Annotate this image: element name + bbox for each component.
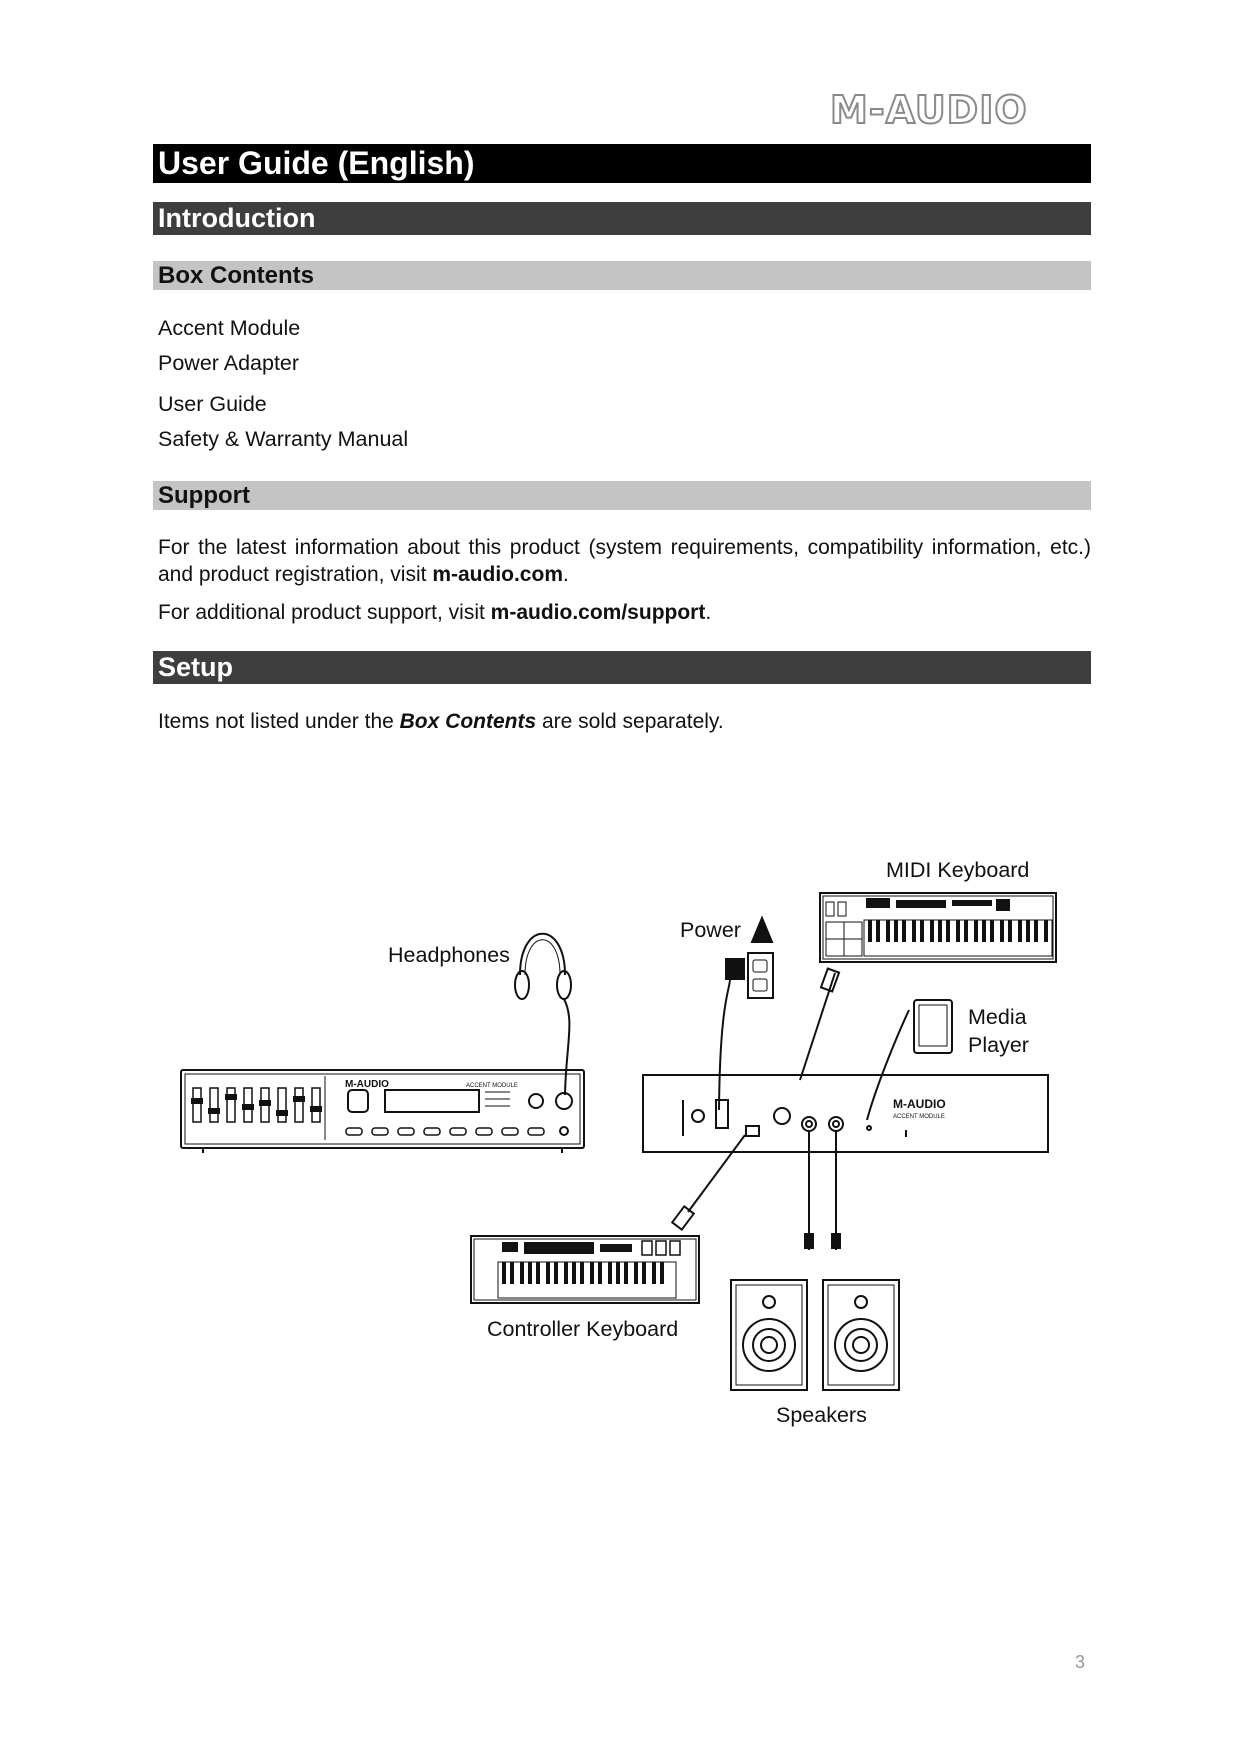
support-heading: Support xyxy=(153,481,1091,510)
module-front-brand: M-AUDIO xyxy=(345,1079,389,1090)
introduction-heading: Introduction xyxy=(153,202,1091,235)
module-rear-brand: M-AUDIO xyxy=(893,1097,946,1111)
speaker-cables xyxy=(804,1131,841,1250)
page-title: User Guide (English) xyxy=(153,144,1091,183)
box-item: Power Adapter xyxy=(158,351,300,375)
page-number: 3 xyxy=(1075,1652,1086,1672)
support-text: For the latest information about this pr… xyxy=(158,536,1091,586)
box-item: User Guide xyxy=(158,392,267,416)
support-text: . xyxy=(705,601,712,624)
speaker-icon xyxy=(822,1279,900,1391)
accent-module-rear xyxy=(642,1074,1049,1153)
module-rear-model: ACCENT MODULE xyxy=(893,1114,945,1120)
media-player-label: Media Player xyxy=(968,1005,1029,1057)
support-link[interactable]: m-audio.com/support xyxy=(490,601,706,624)
speaker-icon xyxy=(730,1279,808,1391)
setup-text: are sold separately. xyxy=(536,710,724,733)
setup-note: Items not listed under the Box Contents … xyxy=(158,708,1091,735)
headphones-icon xyxy=(514,932,572,1096)
midi-keyboard-label: MIDI Keyboard xyxy=(886,858,1030,882)
midi-keyboard-icon xyxy=(799,892,1057,1081)
box-contents-emphasis: Box Contents xyxy=(399,710,537,733)
media-player-icon xyxy=(866,999,953,1121)
controller-keyboard-icon xyxy=(470,1134,746,1304)
warning-icon xyxy=(750,915,774,943)
accent-module-front xyxy=(180,1069,585,1153)
power-outlet-icon xyxy=(718,952,774,1111)
module-front-model: ACCENT MODULE xyxy=(466,1083,518,1089)
box-contents-heading: Box Contents xyxy=(153,261,1091,290)
support-paragraph-1: For the latest information about this pr… xyxy=(158,534,1091,588)
website-link[interactable]: m-audio.com xyxy=(432,563,563,586)
box-item: Accent Module xyxy=(158,316,301,340)
brand-logo: M-AUDIO xyxy=(829,87,1028,133)
setup-text: Items not listed under the xyxy=(158,710,400,733)
support-text: . xyxy=(563,563,569,586)
support-text: For additional product support, visit xyxy=(158,601,491,624)
controller-keyboard-label: Controller Keyboard xyxy=(487,1317,679,1341)
headphones-label: Headphones xyxy=(388,943,510,967)
power-label: Power xyxy=(680,918,741,942)
box-item: Safety & Warranty Manual xyxy=(158,427,409,451)
support-paragraph-2: For additional product support, visit m-… xyxy=(158,599,1091,626)
speakers-label: Speakers xyxy=(776,1403,867,1427)
setup-heading: Setup xyxy=(153,651,1091,684)
